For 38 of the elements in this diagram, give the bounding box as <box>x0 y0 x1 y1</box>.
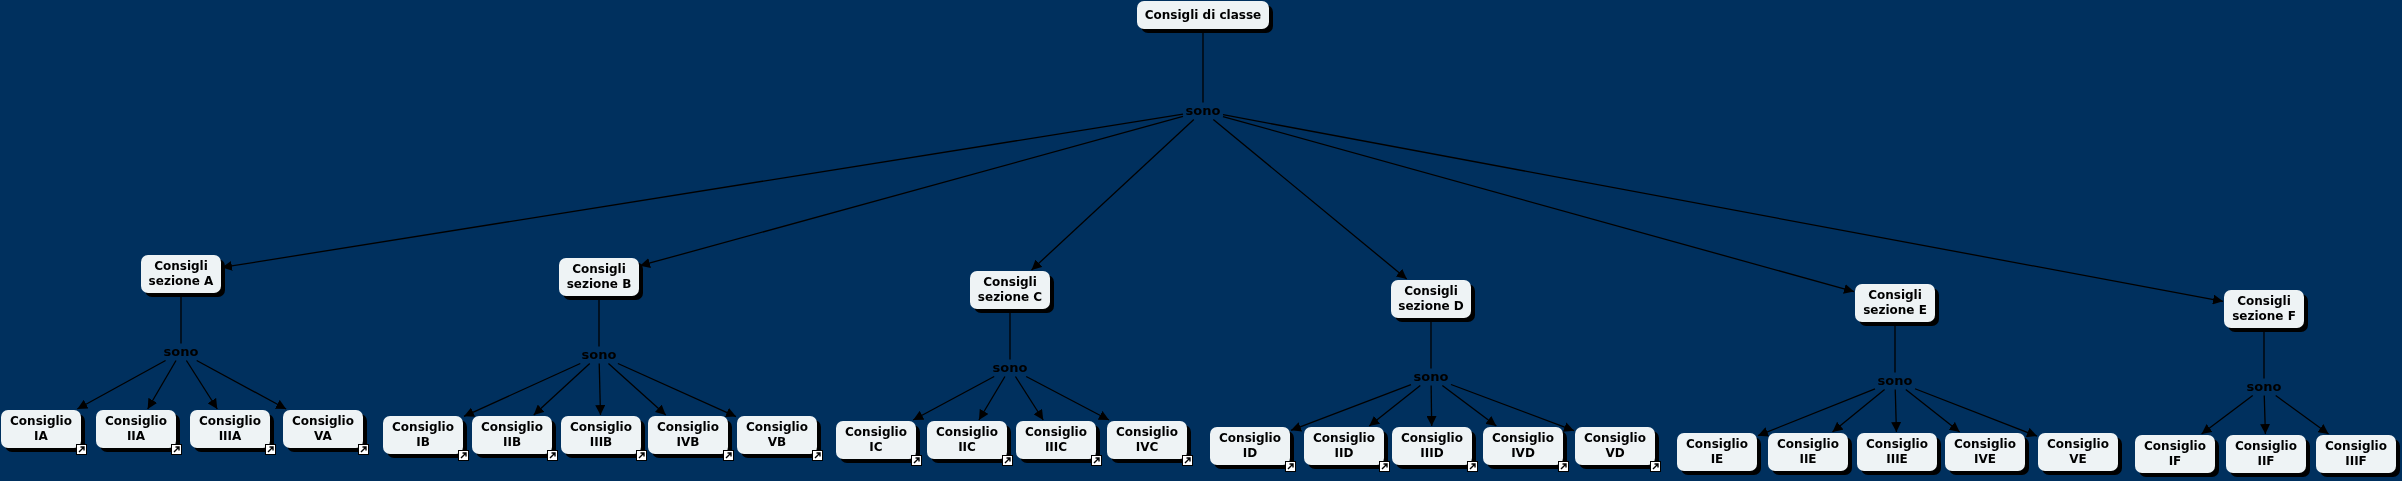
arrow <box>595 362 606 416</box>
arrow <box>2275 394 2330 435</box>
arrow <box>1025 375 1110 421</box>
arrow <box>1450 383 1575 432</box>
linking-phrase: sono <box>1412 369 1450 385</box>
arrow <box>607 362 667 416</box>
arrow <box>912 375 995 421</box>
arrow <box>1368 384 1421 427</box>
linking-phrase: sono <box>162 344 200 360</box>
arrow <box>533 362 591 416</box>
arrow <box>639 115 1184 268</box>
arrow <box>2260 394 2271 435</box>
arrow <box>1014 375 1044 421</box>
arrow <box>1914 388 2038 438</box>
arrow <box>617 362 737 418</box>
arrow <box>1222 114 2224 305</box>
arrow <box>196 359 287 410</box>
arrow <box>1212 118 1408 280</box>
arrow <box>1426 384 1437 427</box>
arrow <box>1831 388 1886 433</box>
linking-phrase: sono <box>1184 103 1222 119</box>
arrow <box>1030 118 1195 271</box>
linking-phrase: sono <box>580 347 618 363</box>
arrow <box>76 359 167 410</box>
linking-phrase: sono <box>991 360 1029 376</box>
arrow <box>185 359 218 410</box>
arrow <box>1757 388 1876 437</box>
arrow <box>1891 388 1902 433</box>
arrow <box>2200 394 2254 435</box>
arrow <box>1441 384 1497 427</box>
arrow <box>1905 388 1961 433</box>
arrow <box>1290 383 1412 432</box>
arrow <box>147 359 177 410</box>
arrow <box>1222 115 1855 294</box>
arrow <box>978 375 1006 421</box>
linking-phrase: sono <box>2245 379 2283 395</box>
arrow <box>463 362 581 417</box>
linking-phrase: sono <box>1876 373 1914 389</box>
